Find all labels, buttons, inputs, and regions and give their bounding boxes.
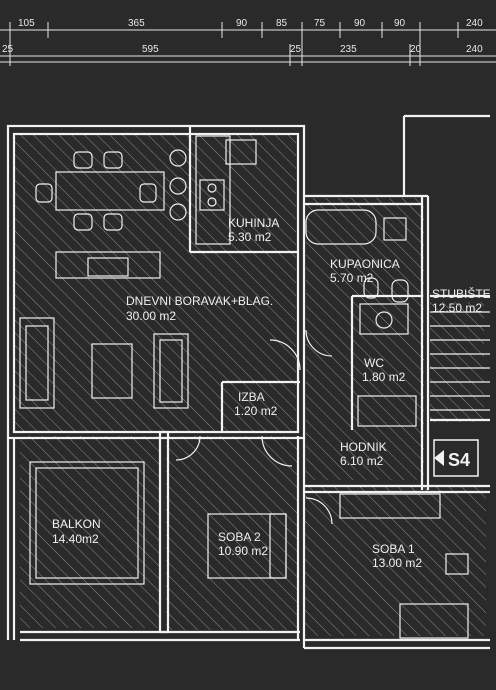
- room-name-kupaonica: KUPAONICA: [330, 257, 400, 271]
- room-area-stubiste: 12.50 m2: [432, 301, 482, 315]
- dim-105: 105: [18, 18, 35, 29]
- dim-595: 595: [142, 44, 159, 55]
- doors: [175, 329, 333, 525]
- dim-90-a: 90: [236, 18, 248, 29]
- arrow-left-icon: [434, 450, 444, 466]
- walls: [6, 114, 490, 650]
- room-name-dnevni: DNEVNI BORAVAK+BLAG.: [126, 294, 273, 308]
- dimension-lines: [0, 22, 496, 66]
- dimension-labels: 105 365 90 85 75 90 90 240 25 595 25 235…: [2, 18, 483, 55]
- room-area-wc: 1.80 m2: [362, 370, 406, 384]
- room-area-dnevni: 30.00 m2: [126, 309, 176, 323]
- balcony-furniture: [29, 461, 145, 585]
- room-area-izba: 1.20 m2: [234, 404, 278, 418]
- room-name-stubiste: STUBIŠTE: [432, 286, 491, 301]
- room-name-balkon: BALKON: [52, 517, 101, 531]
- bathroom-fixtures: [305, 209, 409, 303]
- kitchen-counter: [169, 135, 257, 245]
- dim-235: 235: [340, 44, 357, 55]
- sideboard: [55, 251, 161, 279]
- dim-365: 365: [128, 18, 145, 29]
- dim-240-b: 240: [466, 44, 483, 55]
- room-area-kuhinja: 5.30 m2: [228, 230, 272, 244]
- room-name-kuhinja: KUHINJA: [228, 216, 279, 230]
- dim-240-a: 240: [466, 18, 483, 29]
- room-area-soba1: 13.00 m2: [372, 556, 422, 570]
- dim-20: 20: [410, 44, 422, 55]
- room-labels: KUHINJA 5.30 m2 KUPAONICA 5.70 m2 DNEVNI…: [52, 216, 491, 570]
- room-area-kupaonica: 5.70 m2: [330, 271, 374, 285]
- room-hatching: [14, 134, 486, 636]
- dim-90-b: 90: [354, 18, 366, 29]
- room-area-hodnik: 6.10 m2: [340, 454, 384, 468]
- dim-75: 75: [314, 18, 326, 29]
- dim-90-c: 90: [394, 18, 406, 29]
- room-name-hodnik: HODNIK: [340, 440, 387, 454]
- section-marker: S4: [433, 439, 479, 477]
- beds: [207, 493, 469, 639]
- room-name-wc: WC: [364, 356, 384, 370]
- dim-85: 85: [276, 18, 288, 29]
- section-marker-label: S4: [448, 450, 470, 470]
- room-name-izba: IZBA: [238, 390, 265, 404]
- room-name-soba2: SOBA 2: [218, 530, 261, 544]
- room-area-balkon: 14.40m2: [52, 532, 99, 546]
- dining-table: [35, 151, 165, 231]
- sofas: [19, 317, 189, 409]
- stairs: [430, 311, 490, 411]
- dim-25-a: 25: [2, 44, 14, 55]
- wc-fixtures: [357, 303, 417, 427]
- room-area-soba2: 10.90 m2: [218, 544, 268, 558]
- room-name-soba1: SOBA 1: [372, 542, 415, 556]
- dim-25-b: 25: [290, 44, 302, 55]
